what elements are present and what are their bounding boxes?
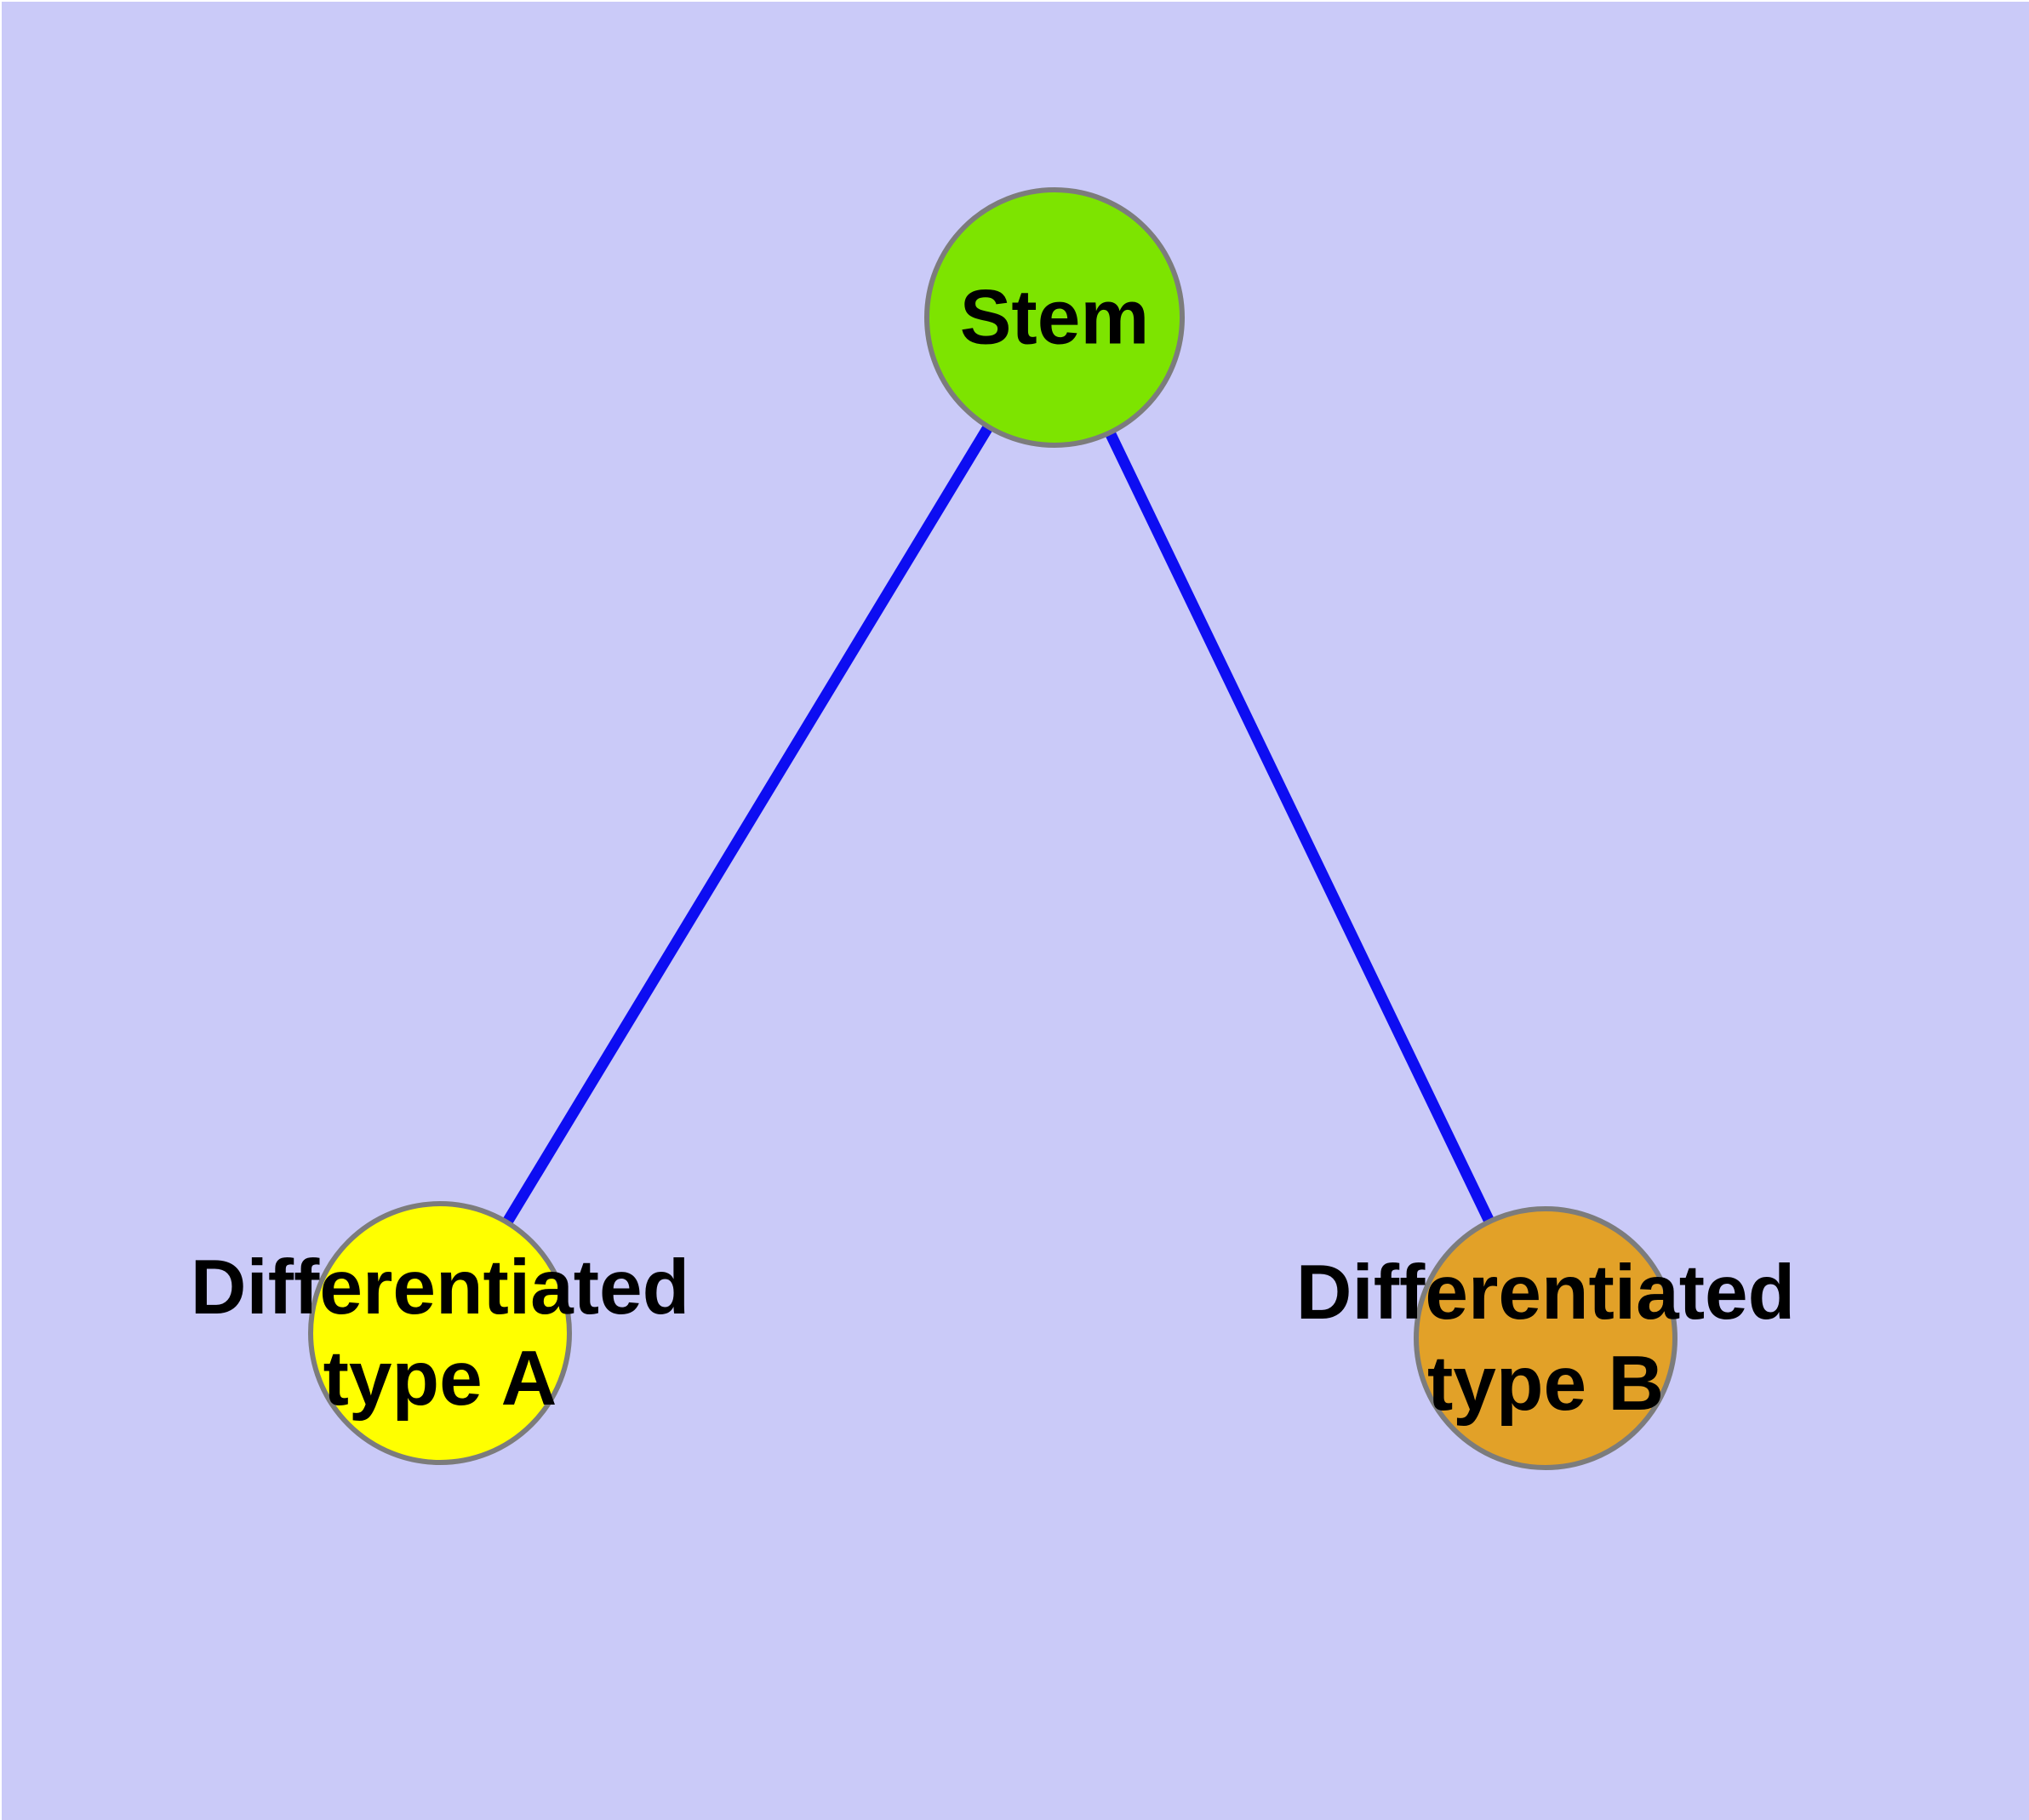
node-label-differentiated-type-a: Differentiated type A <box>190 1245 690 1422</box>
node-differentiated-type-b <box>1414 1206 1677 1470</box>
edge-stem-to-type-b <box>1049 315 1551 1341</box>
node-differentiated-type-a <box>308 1201 572 1465</box>
node-label-stem: Stem <box>959 274 1150 361</box>
node-stem <box>924 187 1185 448</box>
edge-stem-to-type-a <box>435 314 1060 1336</box>
node-label-differentiated-type-b: Differentiated type B <box>1295 1250 1796 1427</box>
